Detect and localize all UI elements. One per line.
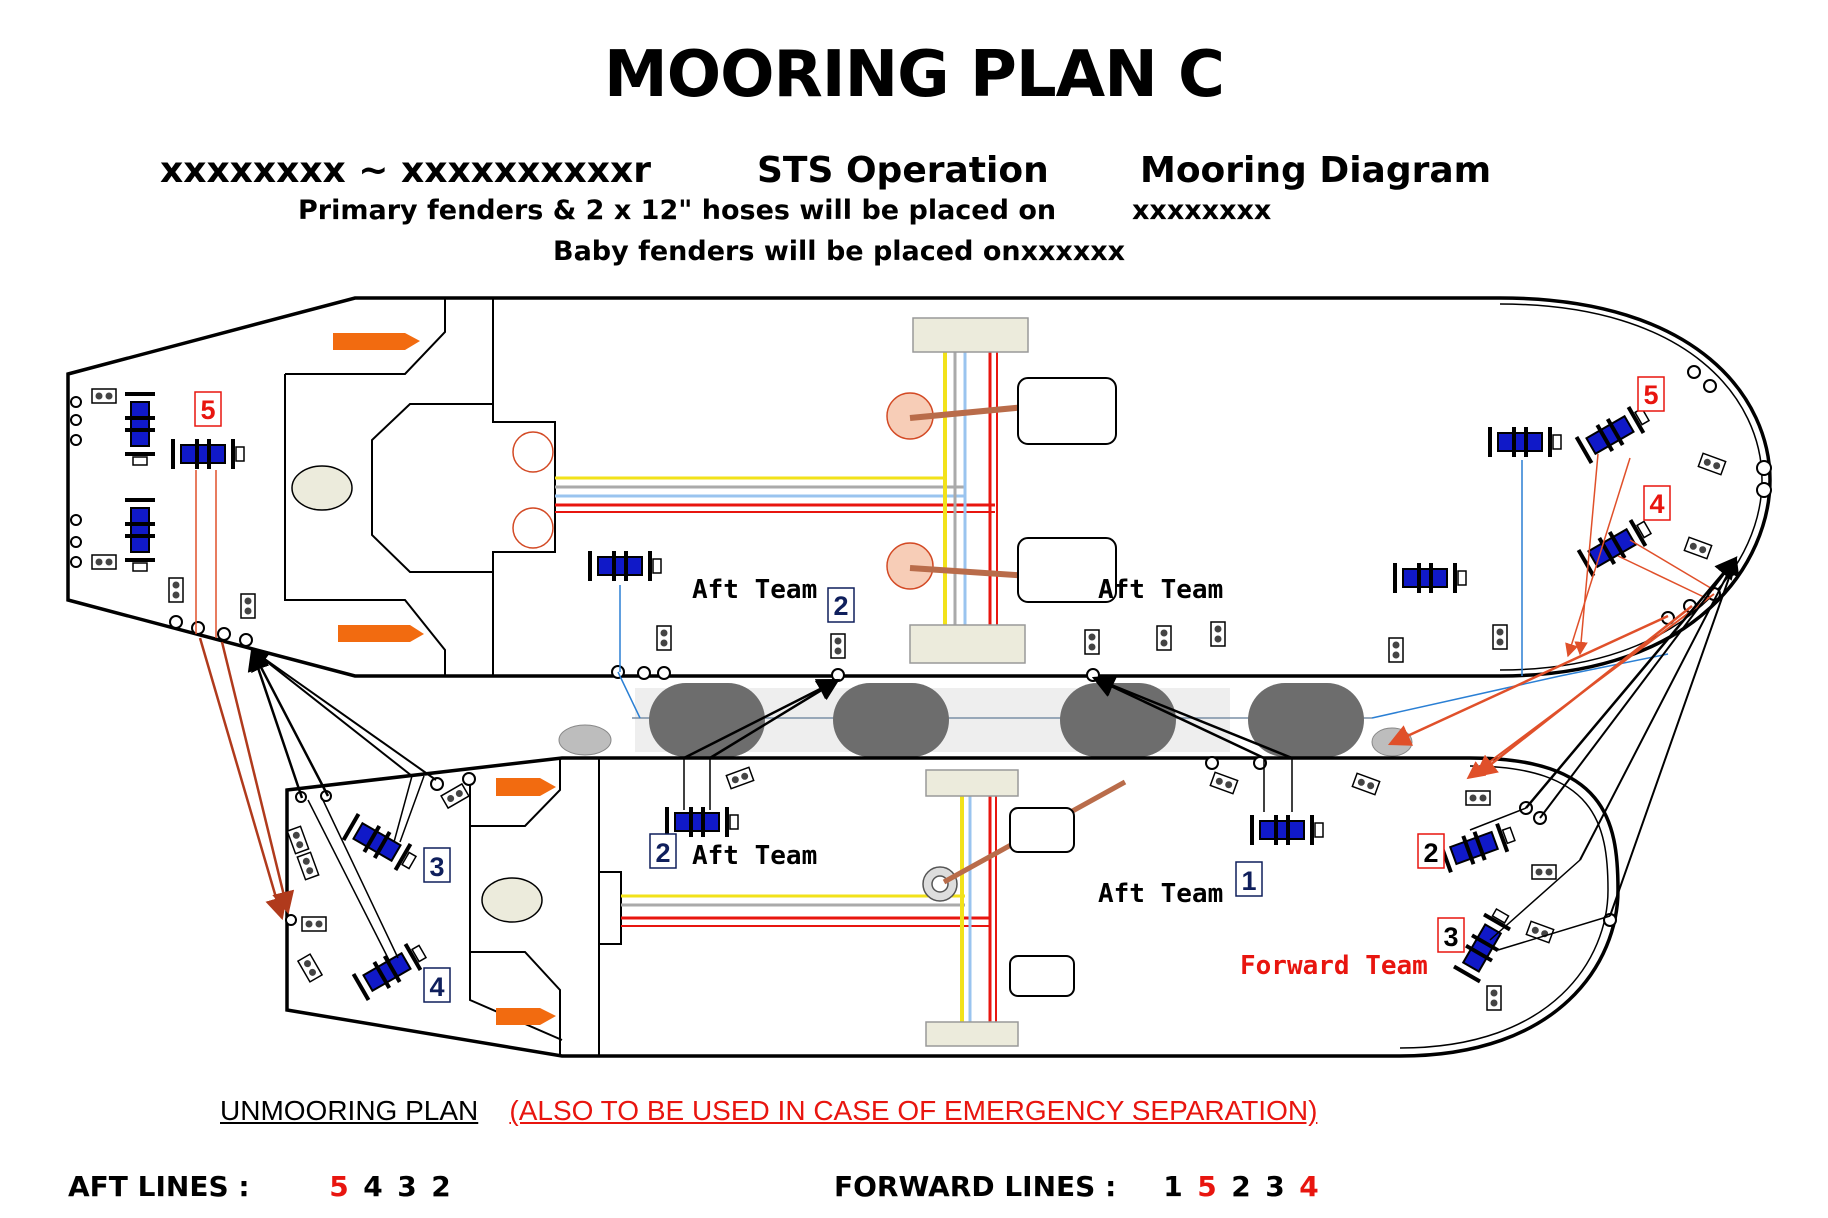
forward-sequence-line-1: 1 (1163, 1170, 1183, 1203)
unmooring-title: UNMOORING PLAN (220, 1095, 479, 1126)
lower-mid-line-number-2: 2 (655, 838, 670, 868)
forward-sequence-line-5: 5 (1197, 1170, 1217, 1203)
forward-sequence-line-2: 2 (1231, 1170, 1251, 1203)
lower-vessel: 3 4 2 1 2 3 (285, 756, 1620, 1058)
lower-aft-line-number-4: 4 (429, 972, 444, 1002)
aft-sequence-line-5: 5 (329, 1170, 349, 1203)
unmooring-note: (ALSO TO BE USED IN CASE OF EMERGENCY SE… (509, 1095, 1318, 1126)
aft-team-label-lower-right: Aft Team (1098, 879, 1223, 909)
upper-mid-line-number: 2 (833, 591, 848, 621)
fender-row (558, 683, 1413, 757)
aft-sequence-line-3: 3 (397, 1170, 417, 1203)
lower-mid-line-number-1: 1 (1241, 866, 1256, 896)
mooring-lines (195, 453, 1740, 963)
operation-label: STS Operation (757, 150, 1049, 191)
page-title: MOORING PLAN C (604, 38, 1225, 112)
forward-team-label: Forward Team (1240, 951, 1428, 981)
unmooring-plan: UNMOORING PLAN (ALSO TO BE USED IN CASE … (220, 1095, 1317, 1127)
aft-lines-label: AFT LINES : (68, 1170, 250, 1203)
upper-aft-line-number: 5 (200, 395, 215, 425)
aft-sequence-line-2: 2 (431, 1170, 451, 1203)
forward-lines-label: FORWARD LINES : (834, 1170, 1117, 1203)
fenders-vessel: xxxxxxxx (1132, 195, 1272, 226)
upper-vessel: 5 2 5 4 (66, 296, 1772, 682)
vessel-names: xxxxxxxx ~ xxxxxxxxxxr (160, 150, 651, 191)
forward-sequence-line-3: 3 (1265, 1170, 1285, 1203)
lower-fwd-line-number-3: 3 (1443, 922, 1458, 952)
aft-team-label-lower-left: Aft Team (692, 841, 817, 871)
aft-team-label-upper-left: Aft Team (692, 575, 817, 605)
lower-fwd-line-number-2: 2 (1423, 838, 1438, 868)
aft-sequence-line-4: 4 (363, 1170, 383, 1203)
baby-fenders-note: Baby fenders will be placed onxxxxxx (553, 236, 1126, 267)
fenders-note: Primary fenders & 2 x 12" hoses will be … (298, 195, 1057, 226)
upper-fwd-line-number-5: 5 (1643, 380, 1658, 410)
mooring-diagram-label: Mooring Diagram (1140, 150, 1492, 191)
lower-aft-line-number-3: 3 (429, 852, 444, 882)
aft-team-label-upper-right: Aft Team (1098, 575, 1223, 605)
upper-fwd-line-number-4: 4 (1649, 489, 1664, 519)
forward-sequence-line-4: 4 (1299, 1170, 1319, 1203)
